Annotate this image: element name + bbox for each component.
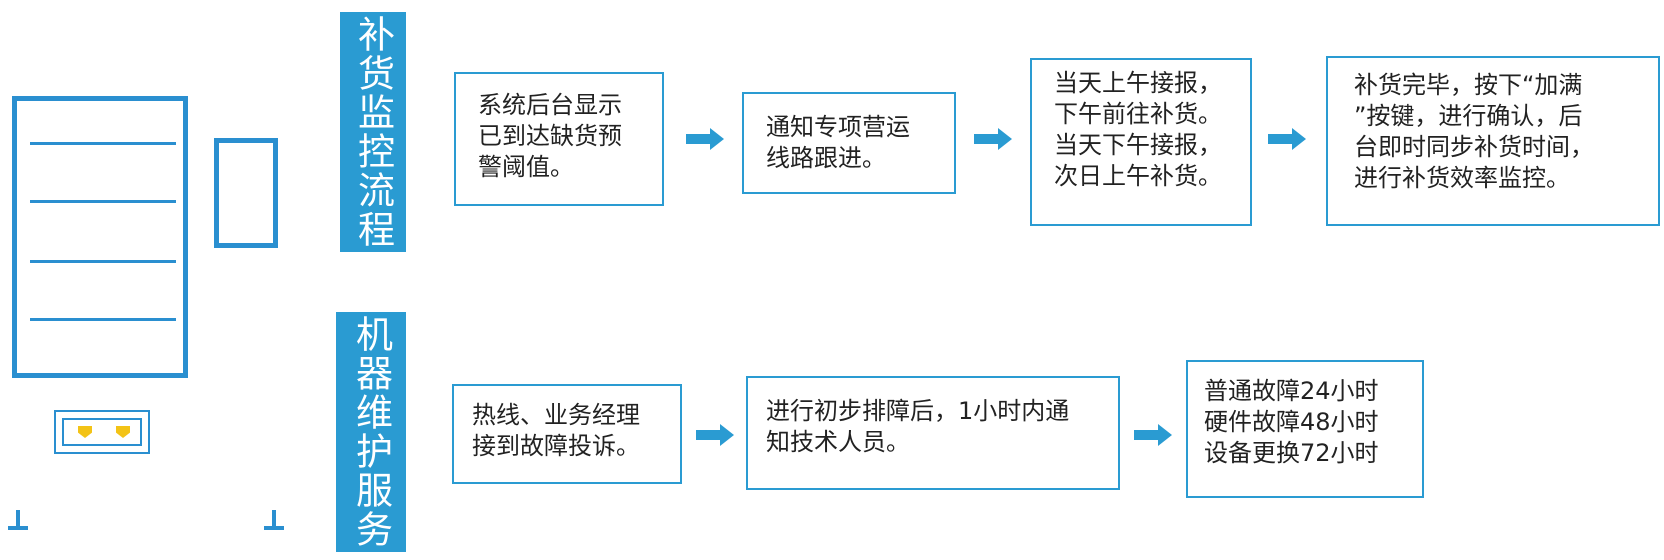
arrow-right-icon	[686, 128, 724, 150]
section-tag-label: 机器维护服务	[349, 315, 393, 549]
machine-foot-right	[264, 526, 284, 530]
machine-shelf	[30, 142, 176, 145]
coin-icon	[116, 426, 130, 438]
arrow-right-icon	[696, 424, 734, 446]
flow-step-box: 进行初步排障后，1小时内通 知技术人员。	[746, 376, 1120, 490]
flow-step-box: 热线、业务经理 接到故障投诉。	[452, 384, 682, 484]
section-tag-label: 补货监控流程	[351, 15, 395, 249]
coin-icon	[78, 426, 92, 438]
flow-step-box: 当天上午接报， 下午前往补货。 当天下午接报， 次日上午补货。	[1030, 58, 1252, 226]
machine-leg-left	[16, 510, 20, 528]
flow-step-text: 进行初步排障后，1小时内通 知技术人员。	[766, 397, 1070, 456]
flow-step-box: 通知专项营运 线路跟进。	[742, 92, 956, 194]
machine-leg-right	[272, 510, 276, 528]
flow-step-text: 当天上午接报， 下午前往补货。 当天下午接报， 次日上午补货。	[1054, 69, 1222, 190]
flow-step-box: 补货完毕，按下“加满 ”按键，进行确认，后 台即时同步补货时间， 进行补货效率监…	[1326, 56, 1660, 226]
machine-shelf	[30, 260, 176, 263]
arrow-right-icon	[1268, 128, 1306, 150]
machine-shelf	[30, 318, 176, 321]
section-tag-restock-monitoring: 补货监控流程	[340, 12, 406, 252]
machine-pickup-slot-inner	[62, 418, 142, 446]
flow-step-text: 普通故障24小时 硬件故障48小时 设备更换72小时	[1204, 377, 1379, 467]
vending-machine-icon	[0, 0, 300, 560]
section-tag-machine-maintenance: 机器维护服务	[336, 312, 406, 552]
machine-shelf	[30, 200, 176, 203]
machine-foot-left	[8, 526, 28, 530]
arrow-right-icon	[974, 128, 1012, 150]
arrow-right-icon	[1134, 424, 1172, 446]
flow-step-text: 通知专项营运 线路跟进。	[766, 113, 910, 172]
flow-step-text: 系统后台显示 已到达缺货预 警阈值。	[478, 91, 622, 181]
machine-pickup-slot	[54, 410, 150, 454]
flow-step-box: 普通故障24小时 硬件故障48小时 设备更换72小时	[1186, 360, 1424, 498]
machine-cabinet	[12, 96, 188, 378]
flow-step-box: 系统后台显示 已到达缺货预 警阈值。	[454, 72, 664, 206]
flow-step-text: 热线、业务经理 接到故障投诉。	[472, 401, 640, 460]
flow-step-text: 补货完毕，按下“加满 ”按键，进行确认，后 台即时同步补货时间， 进行补货效率监…	[1354, 71, 1594, 192]
machine-control-panel	[214, 138, 278, 248]
